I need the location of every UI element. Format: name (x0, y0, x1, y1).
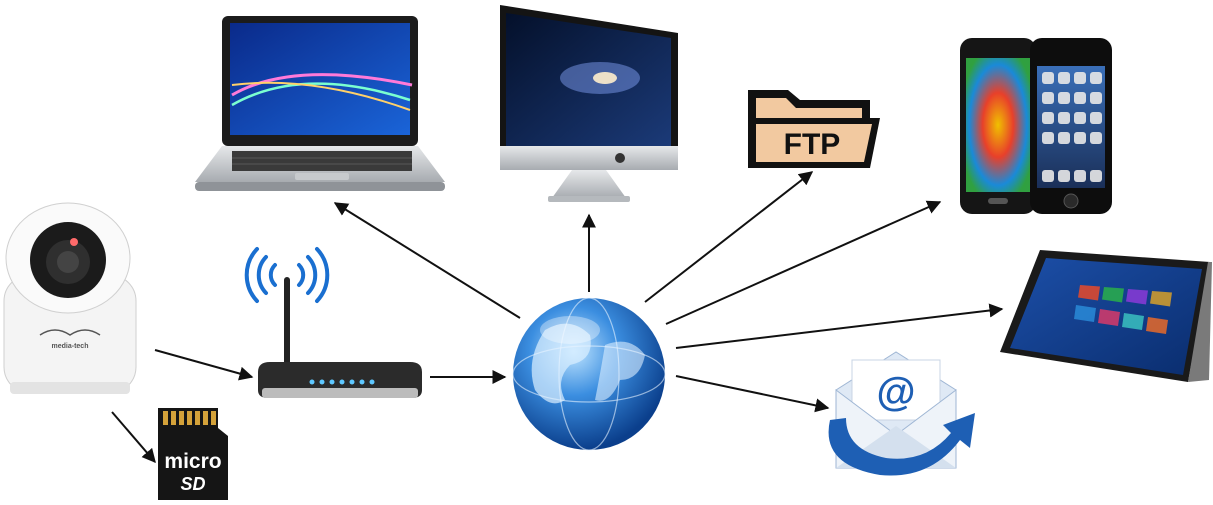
arrow-globe-to-laptop (333, 202, 521, 319)
android-phone (960, 38, 1036, 214)
iphone (1030, 38, 1112, 214)
camera-brand-logo: media-tech (39, 329, 101, 350)
internet-globe (512, 297, 666, 451)
arrow-globe-to-phones (665, 200, 942, 325)
ftp-folder: FTP (748, 90, 880, 168)
microsd-label-line2: SD (180, 474, 205, 494)
arrow-globe-to-email (675, 375, 830, 413)
wifi-router (244, 247, 422, 398)
imac-desktop (500, 5, 678, 202)
email-swoosh-arrow (828, 413, 975, 476)
microsd-card: micro SD (158, 408, 228, 500)
arrow-camera-to-router (154, 349, 254, 381)
wifi-signal-icon (244, 247, 330, 303)
laptop (195, 16, 445, 191)
arrow-globe-to-ftp (644, 171, 814, 303)
ip-camera: media-tech (3, 202, 137, 394)
email-icon: @ (828, 351, 975, 476)
ftp-label: FTP (784, 128, 841, 161)
email-at-symbol: @ (876, 370, 915, 414)
windows-tablet (1000, 250, 1212, 382)
microsd-label-line1: micro (164, 450, 221, 473)
arrow-camera-to-microsd (111, 411, 156, 464)
connection-arrows (111, 171, 1004, 464)
arrow-globe-to-tablet (675, 303, 1004, 349)
apple-logo-icon (615, 153, 625, 163)
camera-brand-text: media-tech (52, 343, 89, 350)
